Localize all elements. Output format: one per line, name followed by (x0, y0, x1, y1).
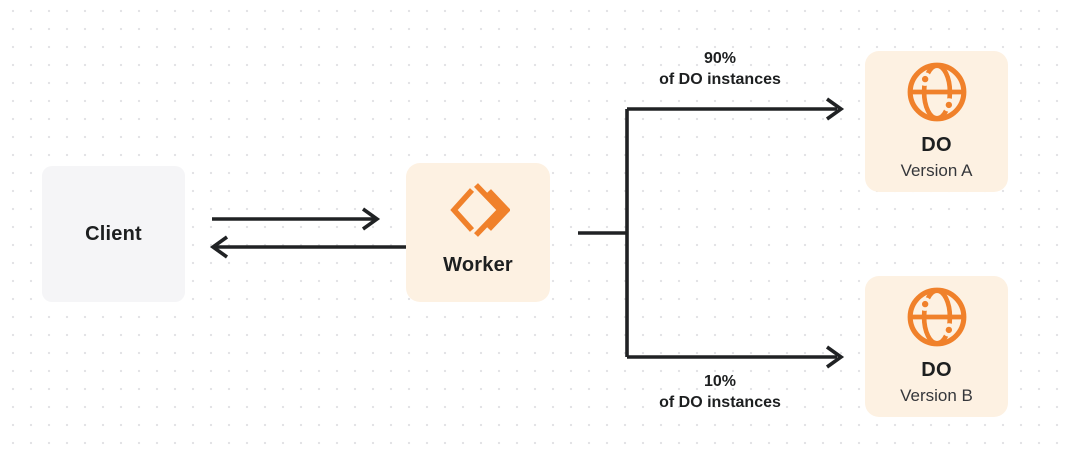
workers-icon (446, 178, 510, 242)
split-arrow-to-do-a (627, 97, 845, 121)
worker-label: Worker (443, 254, 513, 276)
split-caption: of DO instances (659, 71, 781, 88)
do-version-a-node: DO Version A (865, 51, 1008, 192)
do-b-title: DO (921, 359, 952, 381)
do-b-subtitle: Version B (900, 386, 973, 405)
do-a-subtitle: Version A (900, 161, 973, 180)
do-version-b-node: DO Version B (865, 276, 1008, 417)
client-label: Client (85, 222, 142, 245)
worker-to-client-arrow (209, 235, 406, 259)
client-node: Client (42, 166, 185, 302)
worker-node: Worker (406, 163, 550, 302)
split-percent: 10% (703, 373, 737, 390)
split-caption: of DO instances (659, 394, 781, 411)
split-arrow-to-do-b (627, 345, 845, 369)
split-label-90-percent: 90% of DO instances (620, 48, 820, 90)
split-percent: 90% (703, 50, 737, 67)
split-label-10-percent: 10% of DO instances (620, 371, 820, 413)
worker-split-connector (578, 109, 629, 357)
client-to-worker-arrow (212, 207, 381, 231)
durable-object-globe-icon (904, 284, 970, 350)
do-a-title: DO (921, 134, 952, 156)
durable-object-globe-icon (904, 59, 970, 125)
